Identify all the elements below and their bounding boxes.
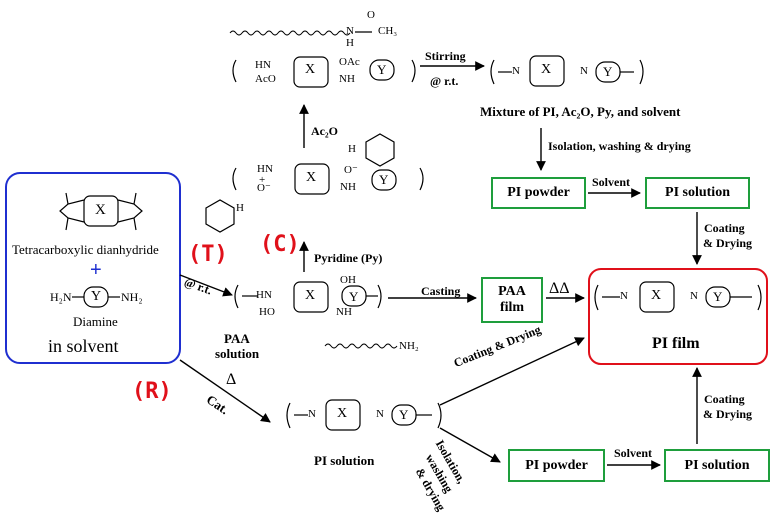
condition-coating-bottom-1: Coating bbox=[704, 392, 745, 406]
pi-solution-mid-label: PI solution bbox=[314, 453, 375, 468]
paa-film-label-1: PAA bbox=[498, 284, 526, 299]
acetylated-structure bbox=[232, 31, 416, 88]
pi-powder-bottom-box: PI powder bbox=[508, 449, 605, 482]
acetyl-o: O bbox=[367, 9, 375, 21]
paa-ho: HO bbox=[259, 306, 275, 318]
pi-film-core-x: X bbox=[651, 288, 662, 303]
pi-top-n-right: N bbox=[580, 65, 588, 77]
pyridinium-core-x: X bbox=[306, 170, 317, 185]
monomer-box bbox=[5, 172, 181, 364]
acetyl-oac: OAc bbox=[339, 56, 360, 68]
pyridinium-o-minus: O⁻ bbox=[344, 164, 358, 176]
pyridinium-h-bottom: H bbox=[236, 202, 244, 214]
condition-heat: Δ bbox=[226, 371, 237, 388]
condition-solvent-top: Solvent bbox=[592, 175, 631, 189]
pi-structure-top bbox=[490, 55, 644, 87]
condition-isolation-top: Isolation, washing & drying bbox=[548, 139, 691, 153]
pyridinium-hn: HN bbox=[257, 163, 273, 175]
dianhydride-label: Tetracarboxylic dianhydride bbox=[12, 242, 159, 257]
paa-nh2: NH₂ bbox=[399, 340, 419, 352]
dianhydride-core-x: X bbox=[95, 202, 106, 218]
route-c-label: (C) bbox=[260, 232, 300, 257]
pi-solution-core-y: Y bbox=[399, 407, 409, 422]
pi-top-core-x: X bbox=[541, 62, 552, 77]
pi-film-label: PI film bbox=[652, 335, 700, 352]
condition-stirring-rt: @ r.t. bbox=[430, 74, 459, 88]
condition-solvent-bottom: Solvent bbox=[614, 446, 653, 460]
mixture-label: Mixture of PI, Ac₂O, Py, and solvent bbox=[480, 104, 681, 119]
paa-solution-label-1: PAA bbox=[224, 331, 250, 346]
acetyl-hn: HN bbox=[255, 59, 271, 71]
pi-solution-core-x: X bbox=[337, 406, 348, 421]
pi-structure-film bbox=[594, 281, 762, 313]
condition-coating-right-1: Coating bbox=[704, 221, 745, 235]
paa-film-box: PAA film bbox=[481, 277, 543, 323]
solvent-label: in solvent bbox=[48, 336, 119, 356]
pyridinium-nh: NH bbox=[340, 181, 356, 193]
diamine-nh2-left: H₂N bbox=[50, 290, 72, 304]
acetyl-h: H bbox=[346, 37, 354, 49]
pi-film-core-y: Y bbox=[713, 289, 723, 304]
plus-sign: + bbox=[90, 259, 102, 281]
condition-casting: Casting bbox=[421, 284, 461, 298]
pi-solution-top-box: PI solution bbox=[645, 177, 750, 209]
paa-core-y: Y bbox=[349, 289, 359, 304]
acetyl-ch3: CH₃ bbox=[378, 25, 398, 37]
pi-film-n-left: N bbox=[620, 290, 628, 302]
pyridinium-core-y: Y bbox=[379, 172, 389, 187]
pyridinium-plus: + bbox=[259, 174, 266, 186]
diamine-core-y: Y bbox=[91, 289, 102, 304]
paa-solution-label-2: solution bbox=[215, 346, 260, 361]
condition-ac2o: Ac₂O bbox=[311, 124, 338, 138]
pi-solution-bottom-box: PI solution bbox=[664, 449, 770, 482]
paa-film-label-2: film bbox=[499, 300, 525, 315]
condition-double-heat: ΔΔ bbox=[549, 280, 570, 297]
arrow-pi-solution-to-powder bbox=[439, 427, 501, 463]
paa-core-x: X bbox=[305, 288, 316, 303]
pi-top-n-left: N bbox=[512, 65, 520, 77]
condition-pyridine: Pyridine (Py) bbox=[314, 251, 383, 265]
route-r-label: (R) bbox=[132, 379, 172, 404]
condition-stirring: Stirring bbox=[425, 49, 466, 63]
arrow-to-paa bbox=[179, 274, 233, 297]
acetyl-nh: NH bbox=[339, 73, 355, 85]
pyridinium-o-minus-left: O⁻ bbox=[257, 182, 271, 194]
paa-pyridinium-structure bbox=[205, 133, 424, 233]
acetyl-aco: AcO bbox=[255, 73, 276, 85]
pi-structure-solution bbox=[286, 399, 442, 431]
diamine-structure bbox=[72, 286, 120, 308]
condition-coating-right-2: & Drying bbox=[703, 236, 752, 250]
arrow-pi-solution-to-film bbox=[439, 337, 585, 406]
pi-solution-n-left: N bbox=[308, 408, 316, 420]
pyridinium-h-top: H bbox=[348, 143, 356, 155]
diamine-label: Diamine bbox=[73, 314, 118, 329]
paa-hn: HN bbox=[256, 289, 272, 301]
acetyl-core-y: Y bbox=[377, 62, 387, 77]
acetyl-wavy-bond bbox=[229, 30, 351, 36]
acetyl-n: N bbox=[346, 25, 354, 37]
route-t-label: (T) bbox=[188, 242, 228, 267]
paa-wavy-bond bbox=[324, 343, 398, 349]
diamine-nh2-right: NH₂ bbox=[121, 290, 143, 304]
paa-structure bbox=[234, 281, 382, 313]
dianhydride-structure bbox=[59, 192, 143, 231]
acetyl-core-x: X bbox=[305, 62, 316, 77]
pi-film-n-right: N bbox=[690, 290, 698, 302]
pi-film-box bbox=[588, 268, 768, 365]
paa-oh: OH bbox=[340, 274, 356, 286]
paa-nh: NH bbox=[336, 306, 352, 318]
pi-top-core-y: Y bbox=[603, 64, 613, 79]
pi-solution-n-right: N bbox=[376, 408, 384, 420]
condition-coating-bottom-2: & Drying bbox=[703, 407, 752, 421]
arrow-to-pi-solution bbox=[179, 359, 271, 423]
pi-powder-top-box: PI powder bbox=[491, 177, 586, 209]
